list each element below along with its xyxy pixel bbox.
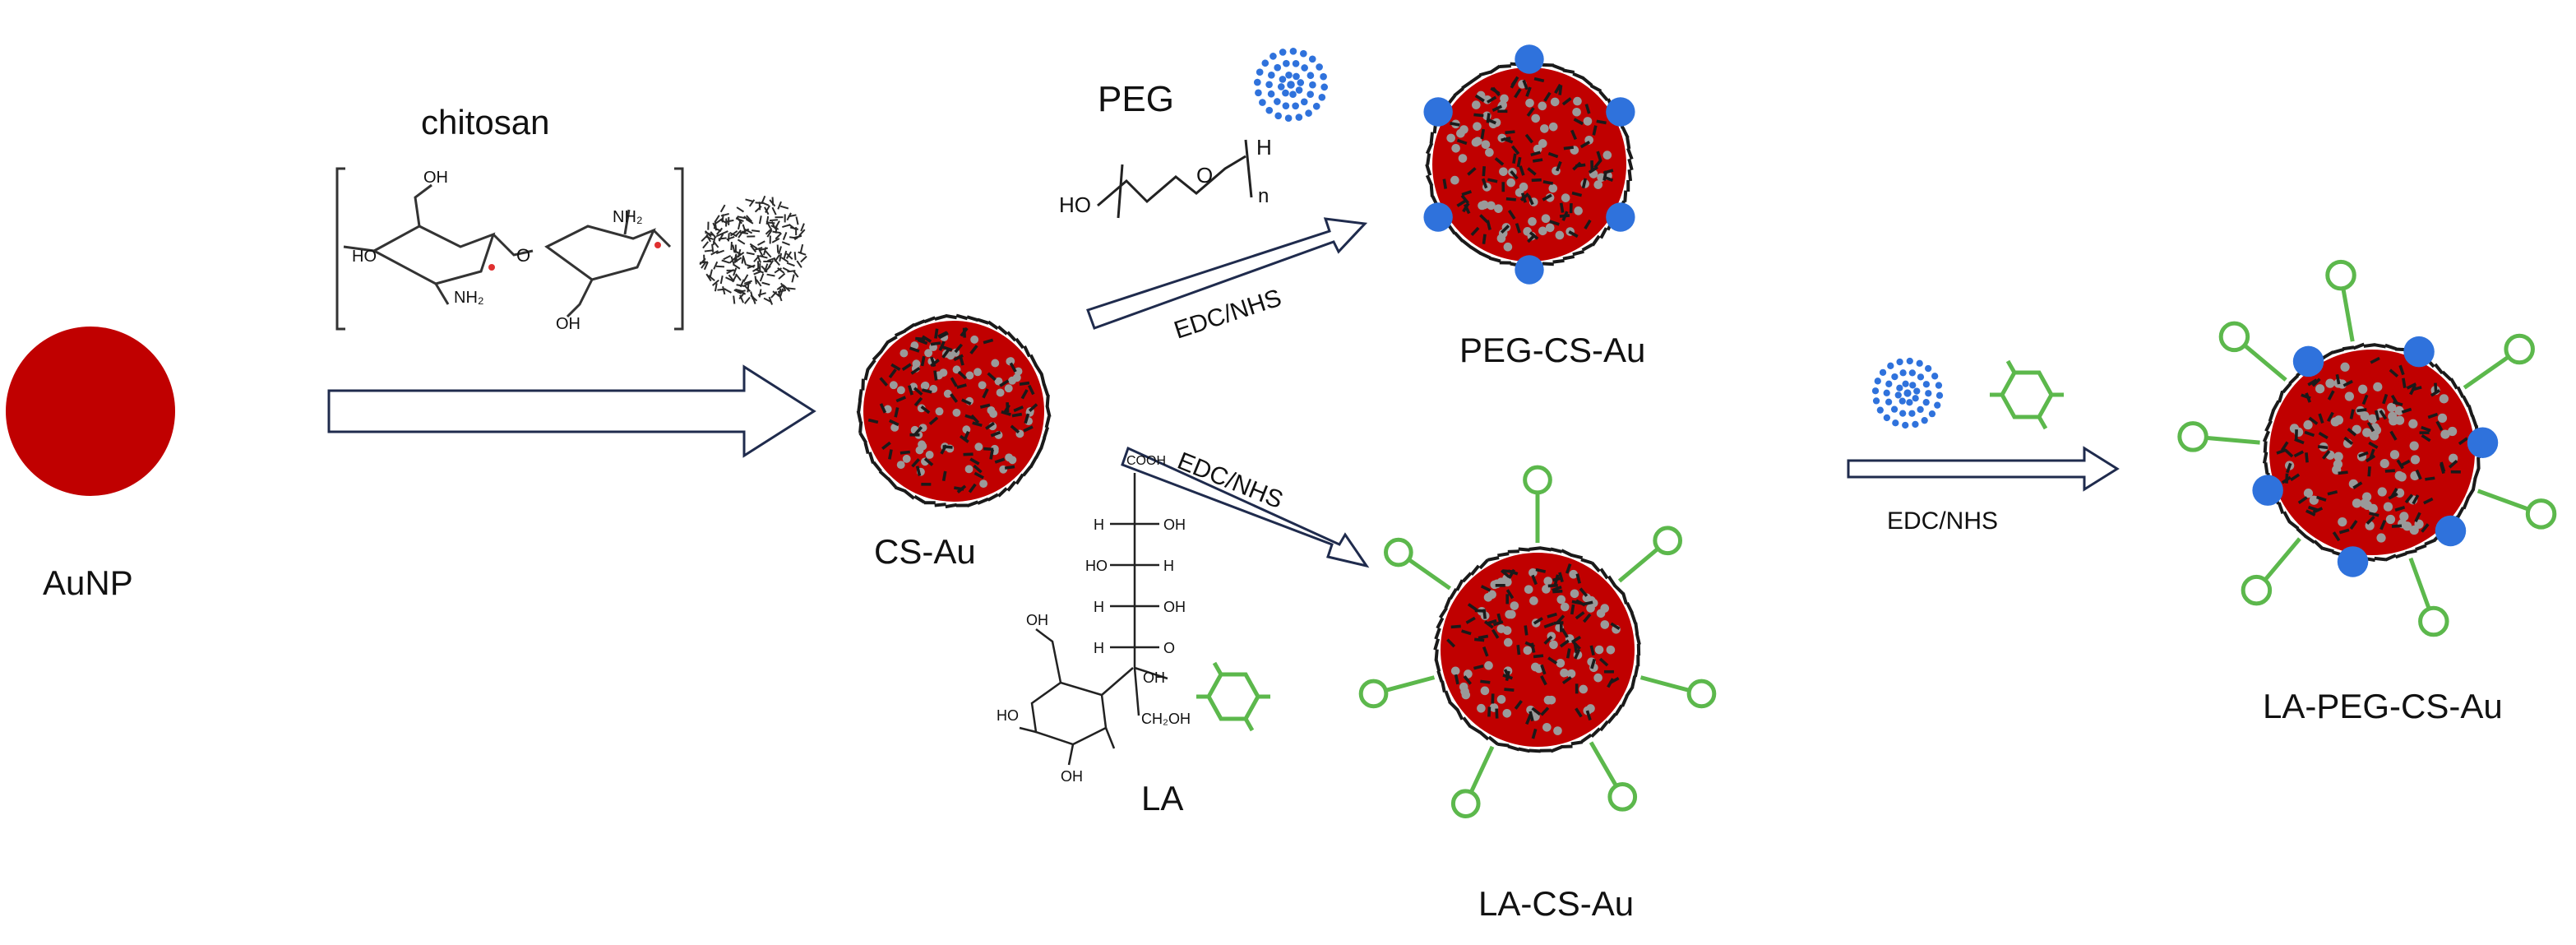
- la-cs-au-particle: [1358, 465, 1717, 818]
- aunp-label: AuNP: [43, 563, 133, 602]
- la-ch2oh: CH₂OH: [1141, 711, 1191, 727]
- peg-group: PEG HO O H n: [1059, 47, 1329, 219]
- chitosan-nh2-1: NH₂: [454, 289, 484, 307]
- la-peg-cs-au-label: LA-PEG-CS-Au: [2263, 687, 2503, 725]
- peg-dots-icon-right: [1871, 357, 1944, 429]
- peg-o: O: [1196, 163, 1213, 188]
- la-cs-au-group: LA-CS-Au: [1358, 465, 1717, 923]
- la-peg-cs-au-group: LA-PEG-CS-Au: [2177, 259, 2557, 725]
- peg-label: PEG: [1098, 79, 1174, 119]
- chitosan-oh-2: OH: [556, 315, 580, 333]
- chitosan-coil-icon: [699, 195, 807, 305]
- peg-ho: HO: [1059, 192, 1091, 217]
- la-h3: H: [1094, 599, 1104, 615]
- arrow-aunp-to-csau: [327, 364, 816, 458]
- la-structure: [1019, 473, 1168, 766]
- la-peg-cs-au-particle: [2177, 259, 2557, 637]
- la-cooh: COOH: [1126, 454, 1166, 468]
- peg-structure: [1097, 139, 1253, 219]
- la-ho-ring: HO: [997, 707, 1019, 724]
- chitosan-o-link: O: [516, 245, 530, 266]
- la-oh-ring-top: OH: [1026, 612, 1048, 628]
- peg-n: n: [1258, 185, 1269, 207]
- chitosan-label: chitosan: [421, 103, 549, 141]
- peg-dots-icon: [1253, 47, 1329, 123]
- chitosan-ho: HO: [352, 248, 377, 266]
- peg-cs-au-group: PEG-CS-Au: [1422, 44, 1645, 369]
- aunp-group: AuNP: [6, 327, 175, 602]
- chitosan-oh-1: OH: [423, 169, 448, 187]
- la-cs-au-label: LA-CS-Au: [1478, 884, 1634, 923]
- la-oh-side: OH: [1143, 669, 1165, 686]
- chitosan-structure: [335, 167, 684, 331]
- aunp-particle: [6, 327, 175, 496]
- cs-au-group: CS-Au: [853, 311, 1054, 571]
- la-oh3: OH: [1163, 599, 1186, 615]
- cs-au-label: CS-Au: [874, 532, 976, 571]
- peg-cs-au-label: PEG-CS-Au: [1459, 331, 1645, 369]
- la-oh-ring-bottom: OH: [1061, 768, 1083, 785]
- la-ho2: HO: [1085, 558, 1108, 574]
- la-h1: H: [1094, 517, 1104, 533]
- la-o4: O: [1163, 640, 1175, 656]
- la-h2: H: [1163, 558, 1174, 574]
- peg-cs-au-particle: [1422, 44, 1636, 285]
- cs-au-particle: [853, 311, 1054, 512]
- chitosan-nh2-2: NH₂: [613, 208, 643, 226]
- edc-nhs-right-label: EDC/NHS: [1887, 507, 1998, 535]
- peg-h: H: [1256, 135, 1272, 160]
- la-label: LA: [1141, 779, 1183, 818]
- arrow-csau-to-pegcsau: [1086, 217, 1368, 330]
- arrow-to-lapegcsau: [1847, 446, 2120, 492]
- arrow-csau-to-lacsau: [1121, 446, 1370, 568]
- la-group: COOH H OH HO H H OH H O OH HO OH CH₂OH O…: [997, 454, 1270, 818]
- la-oh1: OH: [1163, 517, 1186, 533]
- chitosan-group: chitosan OH HO NH₂ O NH₂ OH: [335, 103, 807, 333]
- la-hexagon-icon: [1196, 661, 1270, 732]
- la-hexagon-icon-right: [1990, 359, 2064, 430]
- la-h4: H: [1094, 640, 1104, 656]
